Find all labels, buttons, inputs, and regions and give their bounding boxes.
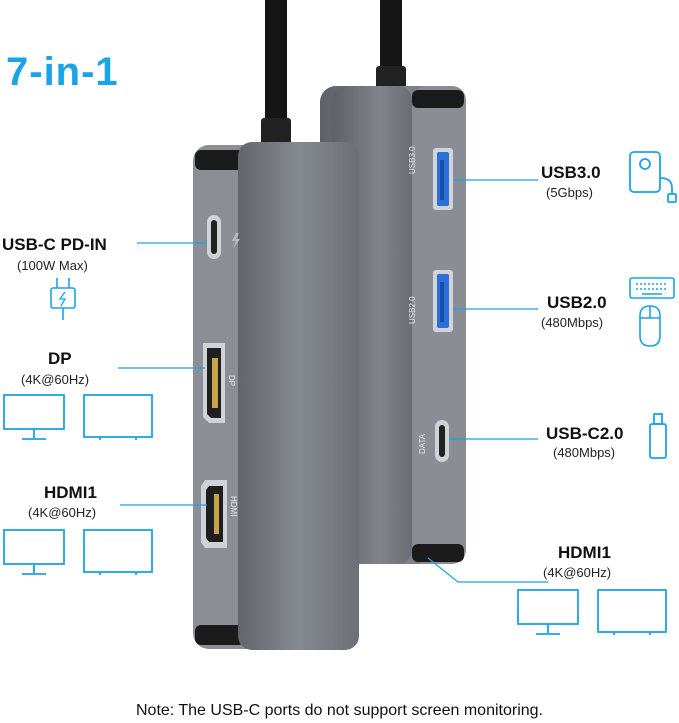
monitor-icon — [3, 394, 65, 440]
port-label-usb3: USB3.0 — [541, 163, 601, 182]
monitor-icon — [517, 589, 579, 635]
hub-label-usb2: USB2.0 — [408, 296, 417, 324]
port-spec-hdmi-left: (4K@60Hz) — [28, 505, 97, 520]
port-spec-usb2: (480Mbps) — [541, 315, 604, 330]
monitor-icon — [83, 529, 153, 575]
hub-label-data: DATA — [418, 433, 427, 454]
port-spec-usb-c2: (480Mbps) — [553, 445, 616, 460]
port-label-usb-c-pd: USB-C PD-IN — [2, 235, 107, 254]
hub-label-dp: DP — [227, 375, 236, 387]
callout-lines — [118, 179, 548, 583]
port-spec-usb-c-pd: (100W Max) — [17, 258, 88, 273]
keyboard-mouse-icon — [629, 277, 675, 347]
port-label-usb-c2: USB-C2.0 — [546, 424, 624, 443]
hub-left — [193, 142, 359, 650]
lightning-icon — [232, 233, 240, 249]
port-label-usb2: USB2.0 — [547, 293, 607, 312]
port-spec-usb3: (5Gbps) — [546, 185, 593, 200]
usb-stick-icon — [649, 413, 667, 459]
port-spec-hdmi-right: (4K@60Hz) — [543, 565, 612, 580]
port-label-hdmi-right: HDMI1 — [558, 543, 611, 562]
monitor-icon — [83, 394, 153, 440]
cable-left — [265, 0, 287, 148]
port-label-hdmi-left: HDMI1 — [44, 483, 97, 502]
power-plug-icon — [50, 278, 76, 320]
monitor-icon — [3, 529, 65, 575]
external-drive-icon — [629, 151, 677, 203]
hub-label-usb3: USB3.0 — [408, 146, 417, 174]
product-title: 7-in-1 — [6, 50, 119, 94]
hub-label-hdmi: HDMI — [229, 496, 238, 517]
monitor-icon — [597, 589, 667, 635]
port-label-dp: DP — [48, 349, 72, 368]
footnote: Note: The USB-C ports do not support scr… — [135, 702, 543, 719]
port-spec-dp: (4K@60Hz) — [21, 372, 90, 387]
